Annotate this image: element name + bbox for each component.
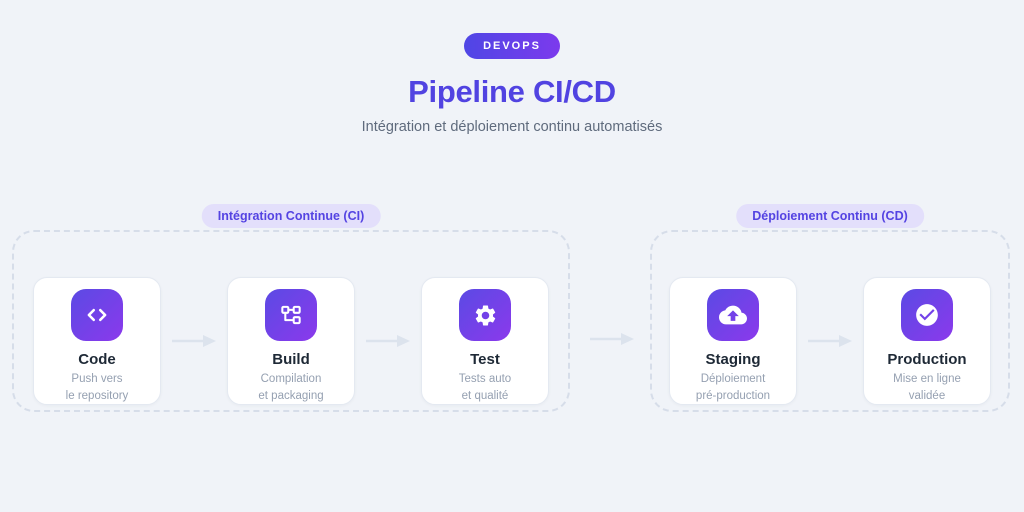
gear-icon: [459, 289, 511, 341]
step-description: Compilation et packaging: [228, 371, 354, 404]
page-header: DEVOPS Pipeline CI/CD Intégration et dép…: [0, 0, 1024, 135]
step-title: Test: [470, 351, 500, 368]
step-description: Push vers le repository: [34, 371, 160, 404]
code-icon: [71, 289, 123, 341]
page-subtitle: Intégration et déploiement continu autom…: [361, 119, 663, 135]
step-desc-line1: Déploiement: [700, 373, 766, 385]
step-card-test: Test Tests auto et qualité: [421, 277, 549, 405]
ci-group-label: Intégration Continue (CI): [201, 204, 381, 228]
cloud-upload-icon: [707, 289, 759, 341]
step-title: Code: [78, 351, 116, 368]
step-desc-line2: validée: [908, 389, 946, 402]
step-description: Déploiement pré-production: [670, 371, 796, 404]
cd-group-container: Déploiement Continu (CD) Staging Déploie…: [650, 204, 1010, 412]
build-schema-icon: [265, 289, 317, 341]
check-circle-icon: [901, 289, 953, 341]
devops-badge: DEVOPS: [464, 33, 560, 59]
step-description: Tests auto et qualité: [422, 371, 548, 404]
step-desc-line2: pré-production: [695, 389, 771, 402]
step-desc-line2: et qualité: [461, 389, 509, 402]
step-desc-line2: le repository: [65, 389, 129, 402]
page-title: Pipeline CI/CD: [408, 74, 616, 109]
flow-arrow-icon: [797, 277, 863, 405]
step-card-code: Code Push vers le repository: [33, 277, 161, 405]
step-desc-line1: Mise en ligne: [893, 373, 961, 385]
step-description: Mise en ligne validée: [864, 371, 990, 404]
step-title: Build: [272, 351, 310, 368]
ci-cards-row: Code Push vers le repository: [14, 277, 568, 405]
cd-group-label: Déploiement Continu (CD): [736, 204, 924, 228]
step-desc-line2: et packaging: [258, 389, 324, 402]
step-desc-line1: Compilation: [260, 373, 322, 385]
flow-arrow-icon: [355, 277, 421, 405]
ci-to-cd-arrow-icon: [589, 331, 635, 352]
step-desc-line1: Tests auto: [458, 373, 512, 385]
step-title: Production: [887, 351, 967, 368]
flow-arrow-icon: [161, 277, 227, 405]
step-title: Staging: [705, 351, 761, 368]
step-card-build: Build Compilation et packaging: [227, 277, 355, 405]
step-card-staging: Staging Déploiement pré-production: [669, 277, 797, 405]
cd-cards-row: Staging Déploiement pré-production Produ…: [652, 277, 1008, 405]
ci-group-container: Intégration Continue (CI) Code Push vers…: [12, 204, 570, 412]
step-card-production: Production Mise en ligne validée: [863, 277, 991, 405]
step-desc-line1: Push vers: [71, 373, 123, 385]
